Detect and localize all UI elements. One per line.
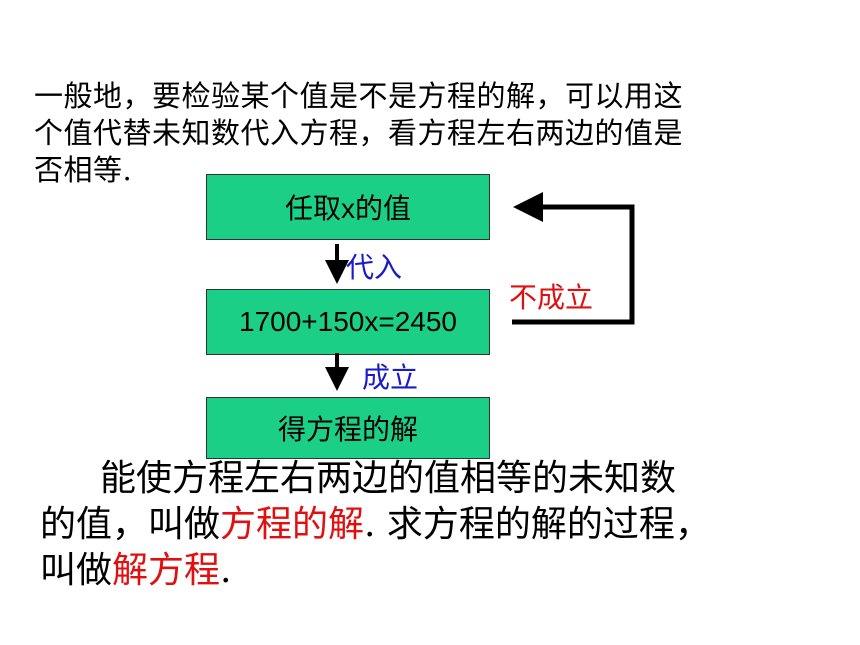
definition-text: 的值，叫做 (40, 504, 221, 545)
definition-paragraph: 能使方程左右两边的值相等的未知数 的值，叫做方程的解. 求方程的解的过程， 叫做… (40, 456, 850, 594)
intro-line-1: 一般地，要检验某个值是不是方程的解，可以用这 (34, 79, 684, 113)
flow-box-solution: 得方程的解 (206, 397, 490, 459)
definition-line-2: 的值，叫做方程的解. 求方程的解的过程， (40, 502, 850, 548)
term-solution-of-equation: 方程的解 (220, 504, 365, 545)
label-not-holds: 不成立 (509, 282, 594, 313)
term-solving-equation: 解方程 (112, 550, 221, 591)
intro-paragraph: 一般地，要检验某个值是不是方程的解，可以用这 个值代替未知数代入方程，看方程左右… (34, 78, 794, 189)
flow-box-equation: 1700+150x=2450 (206, 289, 490, 355)
definition-text: 叫做 (40, 550, 113, 591)
intro-line-3: 否相等. (34, 153, 133, 187)
definition-line-3: 叫做解方程. (40, 548, 850, 594)
arrow-loop-not-holds (512, 192, 635, 325)
definition-line-1: 能使方程左右两边的值相等的未知数 (100, 458, 677, 499)
flow-box-choose-value: 任取x的值 (206, 174, 490, 240)
label-holds: 成立 (362, 362, 419, 393)
label-substitute: 代入 (346, 252, 403, 283)
definition-text: . 求方程的解的过程， (364, 504, 711, 545)
intro-line-2: 个值代替未知数代入方程，看方程左右两边的值是 (34, 116, 684, 150)
definition-text: . (220, 550, 232, 591)
